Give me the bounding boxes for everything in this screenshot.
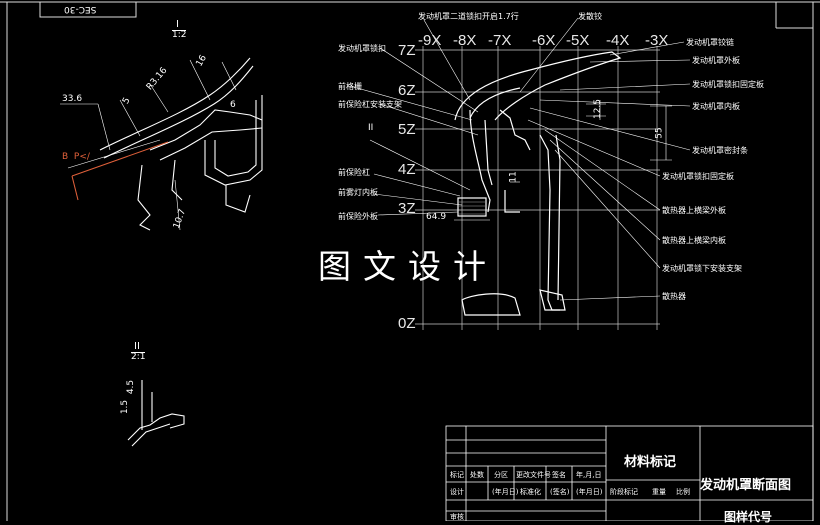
detail-two [127, 380, 185, 447]
title-row-label: 标记 [450, 471, 464, 479]
callout-right: 散热器上横梁外板 [662, 206, 726, 215]
section-two-marker: II [368, 123, 374, 133]
grid-x-label: -4X [606, 32, 630, 49]
title-row-label: 处数 [470, 471, 484, 479]
dim-6: 6 [230, 100, 236, 110]
callout-left: 前保险外板 [338, 212, 378, 221]
grid-z-label: 4Z [398, 161, 416, 178]
section-one-scale: 1:2 [172, 30, 187, 40]
callout-right: 发动机罩铰链 [686, 38, 734, 47]
section-one-label: I [176, 19, 179, 30]
title-row-label: 更改文件号 [516, 471, 551, 479]
callout-right: 发动机罩锁下安装支架 [662, 264, 742, 273]
red-section-line [71, 141, 169, 201]
dim-55: 55 [654, 127, 665, 139]
title-row2-cell: (年月日) [576, 488, 603, 496]
dim-1-5: 1.5 [120, 399, 131, 415]
callout-left: 前格栅 [338, 82, 362, 91]
title-row2-cell: 设计 [450, 488, 464, 496]
title-row-label: 签名 [552, 471, 566, 479]
title-row3-cell: 审核 [450, 513, 464, 521]
stage-label: 比例 [676, 488, 690, 496]
callout-left: 前保险杠安装支架 [338, 100, 402, 109]
grid-x-label: -9X [418, 32, 442, 49]
header-box-label: SEC-30 [64, 4, 97, 14]
grid-x-label: -3X [645, 32, 669, 49]
callout-right: 散热器 [662, 292, 686, 301]
right-dimensions [454, 100, 672, 221]
grid-x-label: -8X [453, 32, 477, 49]
reference-grid [415, 46, 660, 330]
red-annotation: B P</ [62, 152, 90, 162]
title-block [445, 425, 814, 521]
grid-x-label: -7X [488, 32, 512, 49]
grid-z-label: 0Z [398, 315, 416, 332]
drawing-title: 发动机罩断面图 [700, 478, 792, 493]
callout-right: 发动机罩内板 [692, 102, 740, 111]
stage-label: 阶段标记 [610, 488, 638, 496]
title-row2-cell: (签名) [550, 488, 570, 496]
callout-right: 发动机罩锁扣固定板 [662, 172, 734, 181]
grid-z-label: 6Z [398, 82, 416, 99]
grid-x-label: -5X [566, 32, 590, 49]
title-row2-cell: (年月日) [492, 488, 519, 496]
grid-z-label: 3Z [398, 200, 416, 217]
radiator-hatch [459, 201, 485, 215]
dim-4-5: 4.5 [126, 379, 137, 395]
callout-right: 发动机罩锁扣固定板 [692, 80, 764, 89]
callout-right: 散热器上横梁内板 [662, 236, 726, 245]
detail-one [99, 57, 263, 231]
title-row-label: 分区 [494, 471, 508, 479]
callout-right: 发动机罩密封条 [692, 146, 748, 155]
callout-top: 发散铰 [578, 12, 602, 21]
watermark-text: 图文设计 [318, 247, 498, 286]
grid-x-label: -6X [532, 32, 556, 49]
callout-left: 前雾灯内板 [338, 188, 378, 197]
callout-left: 前保险杠 [338, 168, 370, 177]
stage-label: 重量 [652, 488, 666, 496]
grid-z-label: 5Z [398, 121, 416, 138]
callout-left: 发动机罩锁扣 [338, 44, 386, 53]
dim-33-6: 33.6 [62, 94, 83, 104]
dim-64-9: 64.9 [426, 212, 447, 222]
dim-12-5: 12.5 [593, 98, 604, 120]
section-two-scale: 2:1 [131, 352, 146, 362]
drawing-code-label: 图样代号 [724, 510, 773, 524]
detail-one-dimensions [60, 59, 237, 231]
title-row2-cell: 标准化 [520, 488, 541, 496]
section-two-label: II [134, 341, 140, 352]
callout-right: 发动机罩外板 [692, 56, 740, 65]
dim-11: 11 [508, 171, 519, 183]
callout-top: 发动机罩二道锁扣开启1.7行 [418, 12, 519, 21]
leaders-right [423, 17, 691, 301]
material-label: 材料标记 [624, 455, 677, 470]
grid-z-label: 7Z [398, 42, 416, 59]
title-row-label: 年,月,日 [576, 471, 602, 479]
leaders-left [349, 47, 479, 216]
